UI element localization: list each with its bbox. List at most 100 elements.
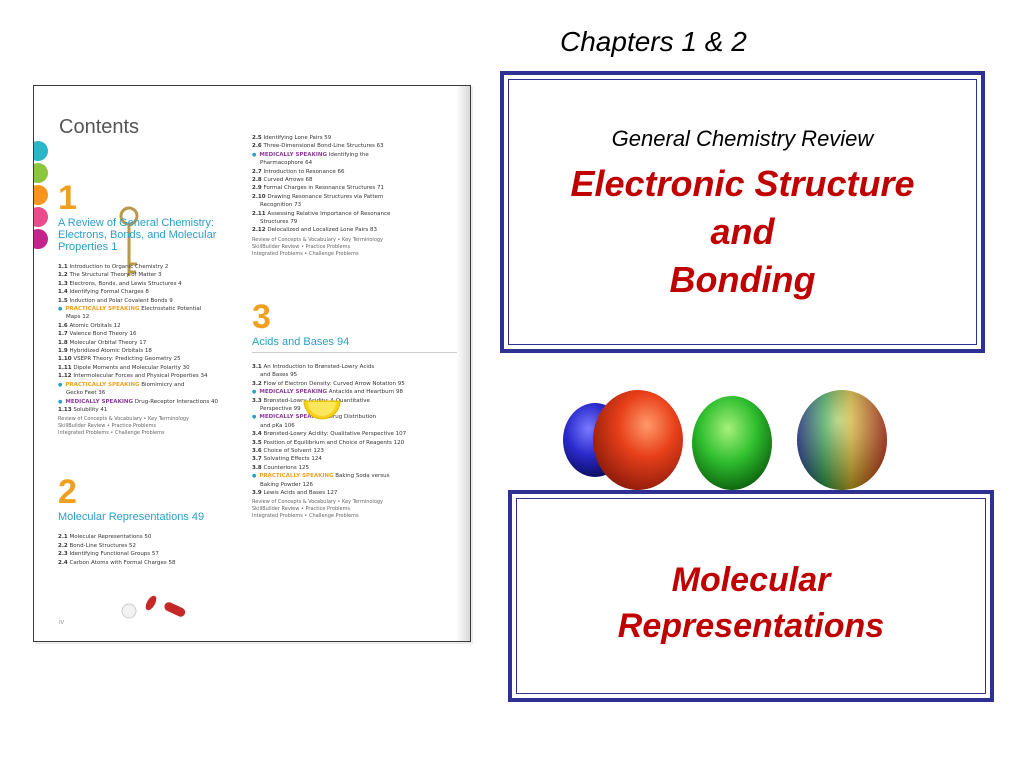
toc-entry: 2.3 Identifying Functional Groups 57 <box>58 551 159 558</box>
toc-entry: and Bases 95 <box>260 372 298 379</box>
chapter-title-line: Electrons, Bonds, and Molecular <box>58 229 217 241</box>
toc-entry: 1.10 VSEPR Theory: Predicting Geometry 2… <box>58 356 181 363</box>
box-inner-border: General Chemistry Review Electronic Stru… <box>508 79 977 345</box>
toc-entry: 2.4 Carbon Atoms with Formal Charges 58 <box>58 559 176 566</box>
molecule-h2 <box>692 396 772 490</box>
toc-entry: 1.11 Dipole Moments and Molecular Polari… <box>58 364 190 371</box>
contents-column-right: 2.5 Identifying Lone Pairs 59 2.6 Three-… <box>252 134 457 524</box>
electrostatic-potential-maps <box>563 390 887 490</box>
chapter-number: 2 <box>58 473 77 512</box>
toc-callout-cont: Pharmacophore 64 <box>260 160 313 167</box>
toc-entry: 2.10 Drawing Resonance Structures via Pa… <box>252 193 384 200</box>
contents-column-left: 1 A Review of General Chemistry: Electro… <box>58 181 248 567</box>
toc-entry: 1.7 Valence Bond Theory 16 <box>58 331 137 338</box>
toc-entry: 3.4 Brønsted-Lowry Acidity: Qualitative … <box>252 431 407 438</box>
page-gutter-shadow <box>456 86 470 641</box>
contents-page-image: Contents 1 A Review of General Chemistry… <box>33 85 471 642</box>
toc-review: Review of Concepts & Vocabulary • Key Te… <box>252 237 457 258</box>
color-tab <box>34 185 48 205</box>
toc-entry: 2.12 Delocalized and Localized Lone Pair… <box>252 227 377 234</box>
toc-entry: Structures 79 <box>260 219 298 226</box>
toc-entry: 3.7 Solvating Effects 124 <box>252 456 322 463</box>
review-line: SkillBuilder Review • Practice Problems <box>252 506 351 513</box>
title-line: Electronic Structure <box>570 163 915 204</box>
toc-entry: 1.6 Atomic Orbitals 12 <box>58 322 121 329</box>
toc-entry: 2.6 Three-Dimensional Bond-Line Structur… <box>252 143 384 150</box>
pill-icons <box>121 595 186 619</box>
molecular-representations-title: Molecular Representations <box>517 557 985 649</box>
toc-entry: 3.8 Counterions 125 <box>252 464 309 471</box>
toc-entry: Perspective 99 <box>260 405 301 412</box>
review-line: SkillBuilder Review • Practice Problems <box>252 243 351 250</box>
lemon-icon <box>303 400 341 420</box>
review-line: Integrated Problems • Challenge Problems <box>252 513 359 520</box>
color-tab <box>34 207 48 227</box>
chapter-title-line: A Review of General Chemistry: <box>58 217 214 229</box>
molecular-representations-box: Molecular Representations <box>508 490 994 702</box>
toc-callout: PRACTICALLY SPEAKING Baking Soda versus <box>252 472 457 480</box>
toc-entry: 3.2 Flow of Electron Density: Curved Arr… <box>252 380 405 387</box>
contents-heading: Contents <box>59 116 140 138</box>
toc-entry: 3.5 Position of Equilibrium and Choice o… <box>252 439 405 446</box>
toc-entry: 2.2 Bond-Line Structures 52 <box>58 542 137 549</box>
chapter-number: 3 <box>252 297 271 336</box>
toc-review: Review of Concepts & Vocabulary • Key Te… <box>252 499 457 520</box>
toc-entry: 1.8 Molecular Orbital Theory 17 <box>58 339 147 346</box>
electronic-structure-box: General Chemistry Review Electronic Stru… <box>500 71 985 353</box>
toc-entry: 3.9 Lewis Acids and Bases 127 <box>252 489 338 496</box>
molecule-hcl <box>563 390 683 490</box>
toc-entry: 3.1 An Introduction to Brønsted-Lowry Ac… <box>252 363 375 370</box>
review-line: Integrated Problems • Challenge Problems <box>58 430 165 437</box>
toc-callout-cont: and pKa 106 <box>260 422 295 429</box>
toc-entry: 1.13 Solubility 41 <box>58 406 108 413</box>
color-tab <box>34 229 48 249</box>
toc-callout: MEDICALLY SPEAKING Drug-Receptor Interac… <box>58 398 248 406</box>
review-line: Integrated Problems • Challenge Problems <box>252 250 359 257</box>
color-tab <box>34 141 48 161</box>
toc-entry: 2.1 Molecular Representations 50 <box>58 534 152 541</box>
toc-callout: PRACTICALLY SPEAKING Electrostatic Poten… <box>58 305 248 313</box>
toc-entry: 2.9 Formal Charges in Resonance Structur… <box>252 185 384 192</box>
color-tab <box>34 163 48 183</box>
chapter-title-line: Properties 1 <box>58 241 118 253</box>
toc-review: Review of Concepts & Vocabulary • Key Te… <box>58 416 248 437</box>
key-icon <box>119 206 139 276</box>
chapter-title: Acids and Bases 94 <box>252 336 457 353</box>
general-chem-review-label: General Chemistry Review <box>611 126 874 151</box>
review-line: Review of Concepts & Vocabulary • Key Te… <box>58 416 190 423</box>
toc-callout: MEDICALLY SPEAKING Drug Distribution <box>252 413 457 421</box>
toc-callout: MEDICALLY SPEAKING Antacids and Heartbur… <box>252 388 457 396</box>
electronic-structure-title: Electronic Structure and Bonding <box>509 160 976 304</box>
toc-entry: 3.3 Brønsted-Lowry Acidity: A Quantitati… <box>252 397 370 404</box>
box-inner-border: Molecular Representations <box>516 498 986 694</box>
toc-callout: MEDICALLY SPEAKING Identifying the <box>252 151 457 159</box>
title-line: and <box>710 211 775 252</box>
toc-entry: 1.12 Intermolecular Forces and Physical … <box>58 373 208 380</box>
title-line: Bonding <box>669 259 816 300</box>
toc-entry: 3.6 Choice of Solvent 123 <box>252 447 324 454</box>
toc-callout-cont: Gecko Feet 36 <box>66 390 106 397</box>
chapter-number: 1 <box>58 179 77 217</box>
toc-entry: 1.2 The Structural Theory of Matter 3 <box>58 272 162 279</box>
chapter-title: A Review of General Chemistry: Electrons… <box>58 217 248 253</box>
slide-title: Chapters 1 & 2 <box>560 26 747 57</box>
toc-entry: 2.5 Identifying Lone Pairs 59 <box>252 135 332 141</box>
review-line: Review of Concepts & Vocabulary • Key Te… <box>252 236 384 243</box>
toc-entry: 1.9 Hybridized Atomic Orbitals 18 <box>58 348 152 355</box>
toc-entry: 1.5 Induction and Polar Covalent Bonds 9 <box>58 297 173 304</box>
toc-entry: 2.7 Introduction to Resonance 66 <box>252 168 345 175</box>
molecule-hbr <box>797 390 887 490</box>
toc-callout-cont: Maps 12 <box>66 314 90 321</box>
review-line: SkillBuilder Review • Practice Problems <box>58 423 157 430</box>
toc-callout-cont: Baking Powder 126 <box>260 481 313 488</box>
toc-entry: 1.3 Electrons, Bonds, and Lewis Structur… <box>58 280 182 287</box>
toc-entry: Recognition 73 <box>260 202 302 209</box>
title-line: Molecular <box>671 561 831 599</box>
title-line: Representations <box>617 607 885 645</box>
toc-entry: 2.11 Assessing Relative Importance of Re… <box>252 210 391 217</box>
toc-entry: 2.8 Curved Arrows 68 <box>252 177 313 184</box>
toc-callout: PRACTICALLY SPEAKING Biomimicry and <box>58 381 248 389</box>
page-number: iv <box>59 619 65 626</box>
toc-entry: 1.4 Identifying Formal Charges 8 <box>58 289 149 296</box>
chapter-title: Molecular Representations 49 <box>58 511 205 524</box>
